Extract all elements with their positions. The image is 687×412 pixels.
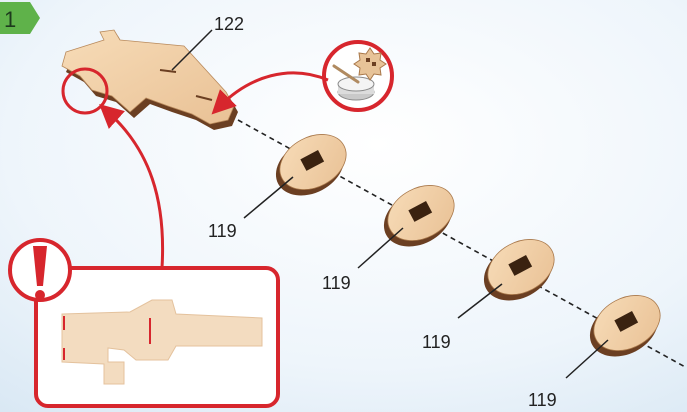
frame-part-122 (61, 29, 238, 130)
step-badge: 1 (0, 2, 40, 34)
label-119-4: 119 (528, 390, 557, 410)
glue-pot-icon (332, 47, 387, 101)
detail-arrow (99, 103, 165, 269)
leader-119-4 (565, 339, 609, 379)
label-119-2: 119 (322, 273, 351, 293)
disc-119-4 (589, 295, 661, 357)
glue-callout (322, 40, 394, 112)
label-122: 122 (214, 14, 244, 34)
detail-frame-drawing (61, 299, 263, 385)
disc-119-3 (483, 239, 555, 301)
disc-119-1 (275, 134, 347, 196)
warning-badge (8, 238, 72, 302)
detail-box (34, 266, 280, 408)
step-number: 1 (4, 7, 16, 32)
highlight-circle (61, 67, 109, 115)
leader-119-3 (457, 283, 503, 319)
exclamation-icon (33, 246, 47, 300)
leader-122 (171, 29, 213, 71)
label-119-3: 119 (422, 332, 451, 352)
disc-119-2 (383, 185, 455, 247)
label-119-1: 119 (208, 221, 237, 241)
leader-119-2 (357, 227, 404, 269)
glue-arrow (211, 71, 329, 115)
leader-119-1 (243, 176, 294, 219)
